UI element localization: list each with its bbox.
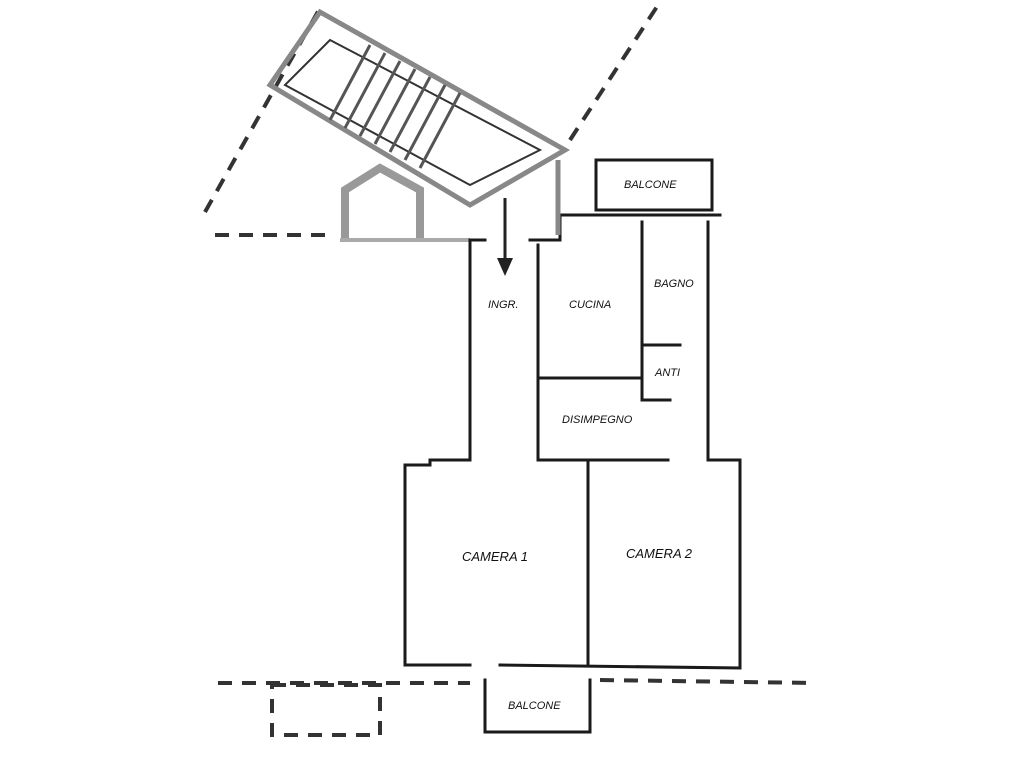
walls <box>403 158 742 734</box>
property-boundary <box>203 0 816 737</box>
room-label-bagno: BAGNO <box>654 278 694 290</box>
room-label-camera-1: CAMERA 1 <box>462 549 528 564</box>
room-label-balcone-top: BALCONE <box>624 179 677 191</box>
entrance-arrow-icon <box>497 198 513 276</box>
room-label-ingresso: INGR. <box>488 299 519 311</box>
room-label-camera-2: CAMERA 2 <box>626 546 692 561</box>
room-label-cucina: CUCINA <box>569 299 612 311</box>
room-label-anti: ANTI <box>655 367 681 379</box>
staircase <box>266 8 571 242</box>
room-label-balcone-bottom: BALCONE <box>508 700 561 712</box>
room-label-disimpegno: DISIMPEGNO <box>562 414 633 426</box>
